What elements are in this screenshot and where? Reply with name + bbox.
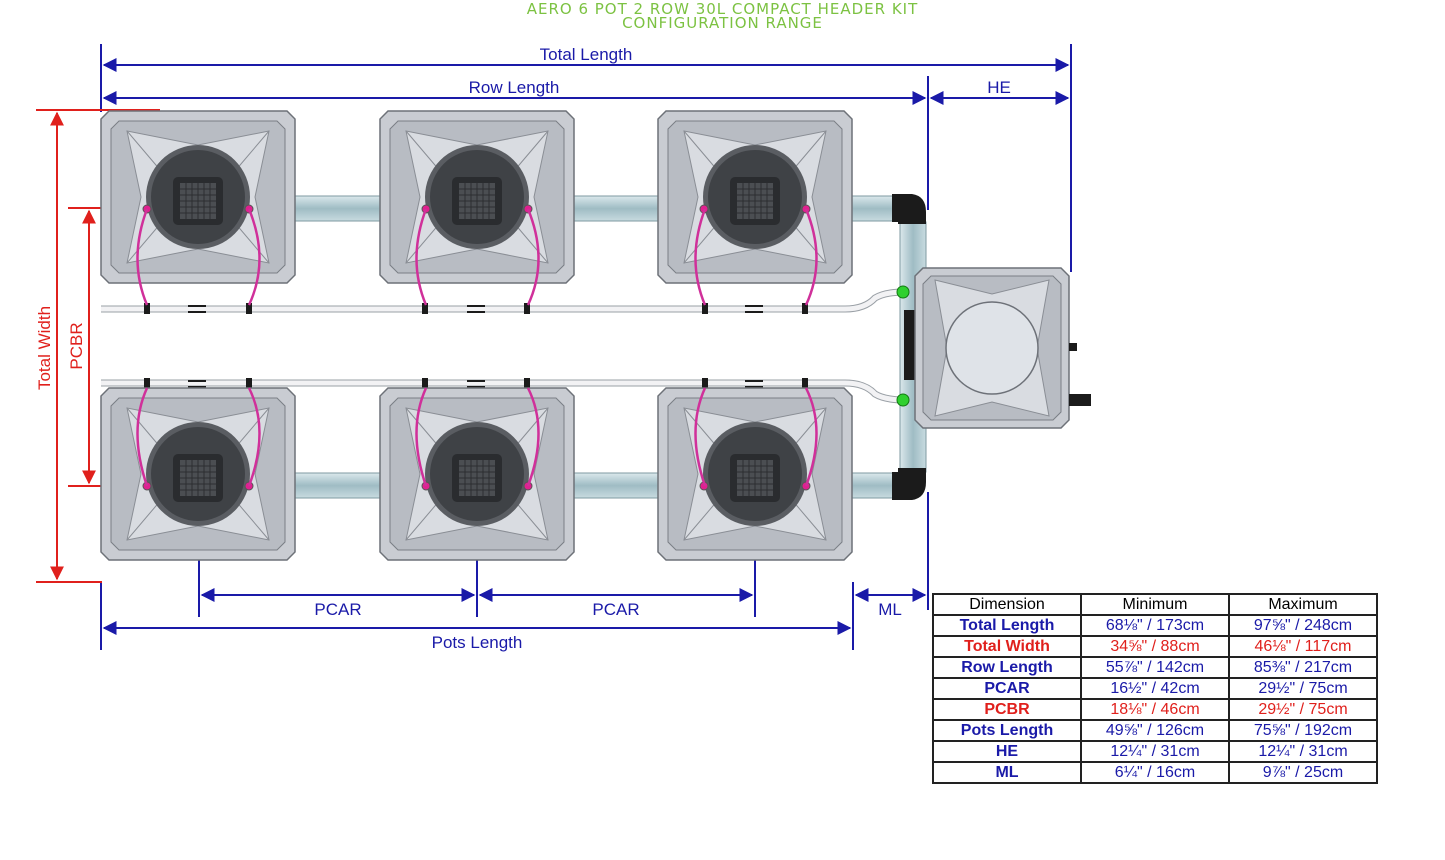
diagram-title-line-2: CONFIGURATION RANGE xyxy=(622,14,823,32)
row-max: 75⅝" / 192cm xyxy=(1228,719,1378,742)
row-max: 46⅛" / 117cm xyxy=(1228,635,1378,658)
label-ml: ML xyxy=(878,600,902,619)
dimension-arrows-red xyxy=(50,111,96,581)
table-row: Total Width 34⅝" / 88cm 46⅛" / 117cm xyxy=(932,635,1378,658)
table-row: PCBR 18⅛" / 46cm 29½" / 75cm xyxy=(932,698,1378,721)
row-max: 29½" / 75cm xyxy=(1228,698,1378,721)
row-min: 18⅛" / 46cm xyxy=(1080,698,1230,721)
row-min: 34⅝" / 88cm xyxy=(1080,635,1230,658)
row-max: 97⅝" / 248cm xyxy=(1228,614,1378,637)
pot-row-top xyxy=(100,110,853,284)
label-pcar-2: PCAR xyxy=(592,600,639,619)
row-min: 68⅛" / 173cm xyxy=(1080,614,1230,637)
table-row: Total Length 68⅛" / 173cm 97⅝" / 248cm xyxy=(932,614,1378,637)
row-max: 12¼" / 31cm xyxy=(1228,740,1378,763)
feed-tubes xyxy=(136,208,818,487)
row-min: 6¼" / 16cm xyxy=(1080,761,1230,784)
label-pcar-1: PCAR xyxy=(314,600,361,619)
table-header-row: Dimension Minimum Maximum xyxy=(932,593,1378,616)
drain-tubes xyxy=(101,285,910,407)
label-total-width: Total Width xyxy=(35,306,54,390)
dimension-arrows xyxy=(102,58,1070,635)
dimension-table: Dimension Minimum Maximum Total Length 6… xyxy=(932,593,1378,784)
row-name: PCBR xyxy=(932,698,1082,721)
row-max: 29½" / 75cm xyxy=(1228,677,1378,700)
row-name: Pots Length xyxy=(932,719,1082,742)
table-row: PCAR 16½" / 42cm 29½" / 75cm xyxy=(932,677,1378,700)
label-row-length: Row Length xyxy=(469,78,560,97)
row-max: 85⅜" / 217cm xyxy=(1228,656,1378,679)
label-total-length: Total Length xyxy=(540,45,633,64)
row-min: 55⅞" / 142cm xyxy=(1080,656,1230,679)
table-row: Pots Length 49⅝" / 126cm 75⅝" / 192cm xyxy=(932,719,1378,742)
table-header-dimension: Dimension xyxy=(932,593,1082,616)
row-name: Total Width xyxy=(932,635,1082,658)
row-name: ML xyxy=(932,761,1082,784)
label-pcbr: PCBR xyxy=(67,322,86,369)
label-pots-length: Pots Length xyxy=(432,633,523,652)
table-row: HE 12¼" / 31cm 12¼" / 31cm xyxy=(932,740,1378,763)
table-row: Row Length 55⅞" / 142cm 85⅜" / 217cm xyxy=(932,656,1378,679)
table-row: ML 6¼" / 16cm 9⅞" / 25cm xyxy=(932,761,1378,784)
row-name: Row Length xyxy=(932,656,1082,679)
label-he: HE xyxy=(987,78,1011,97)
row-max: 9⅞" / 25cm xyxy=(1228,761,1378,784)
header-tank xyxy=(914,267,1091,429)
diagram-title-line-1: AERO 6 POT 2 ROW 30L COMPACT HEADER KIT xyxy=(526,0,919,18)
pot-row-bottom xyxy=(100,387,853,561)
row-min: 12¼" / 31cm xyxy=(1080,740,1230,763)
row-name: PCAR xyxy=(932,677,1082,700)
row-name: Total Length xyxy=(932,614,1082,637)
row-min: 16½" / 42cm xyxy=(1080,677,1230,700)
table-header-minimum: Minimum xyxy=(1080,593,1230,616)
row-min: 49⅝" / 126cm xyxy=(1080,719,1230,742)
row-name: HE xyxy=(932,740,1082,763)
table-header-maximum: Maximum xyxy=(1228,593,1378,616)
